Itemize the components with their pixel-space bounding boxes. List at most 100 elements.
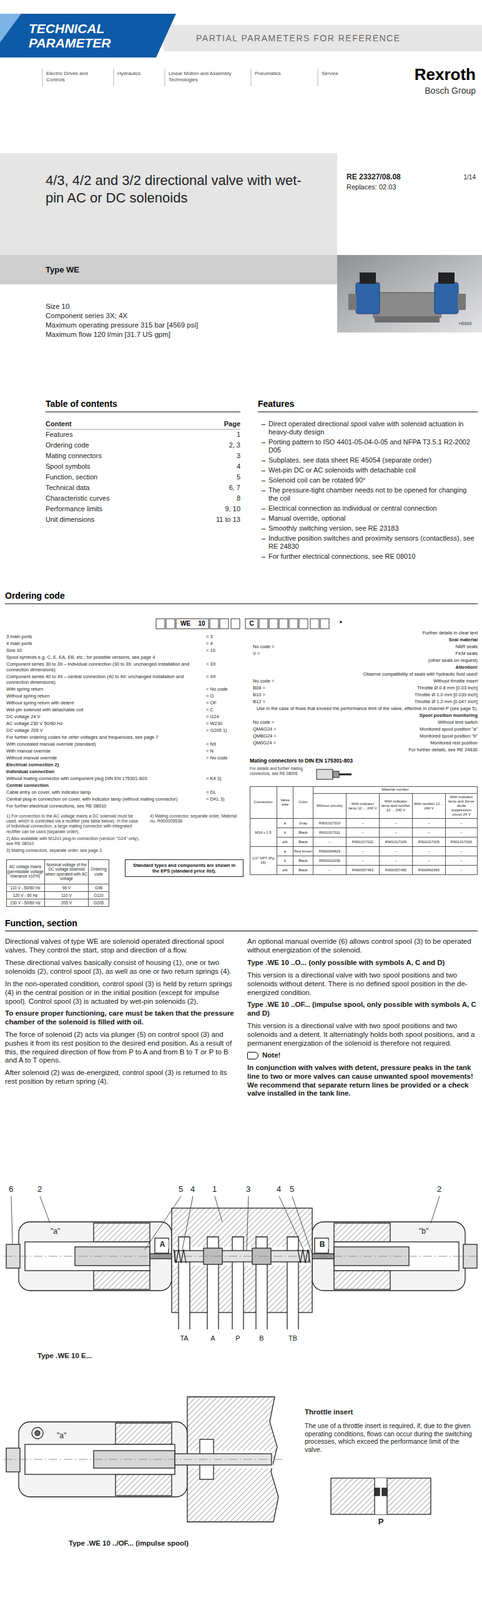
valve-section-part — [3, 1254, 479, 1256]
mating-table-cell: Without circuitry — [313, 792, 347, 818]
option-text: Component series 40 to 49 – central conn… — [6, 673, 202, 685]
option-text: With manual override — [6, 747, 202, 753]
ac-table-cell: G205 — [88, 898, 110, 906]
mating-table-cell: – — [346, 817, 380, 828]
connector-icon-part — [339, 772, 352, 775]
option-code: QM0G24 = — [252, 739, 306, 745]
toc-entry: Technical data — [45, 483, 196, 492]
ac-table-cell: Nominal voltage of the DC voltage soleno… — [44, 858, 89, 884]
code-field: C — [246, 619, 257, 627]
table-note: For details and further mating connector… — [249, 765, 310, 776]
throttle-symbol-part — [330, 1476, 431, 1513]
ordering-code-boxes-part — [176, 618, 209, 629]
mating-table-cell: R901017029 — [379, 836, 413, 846]
toc-entry: Unit dimensions — [45, 515, 196, 524]
mating-table-cell: R901017026 — [445, 836, 478, 846]
valve-photo-part — [355, 282, 380, 314]
mating-table-text: With indicator lamp and rectifier 12 ...… — [380, 798, 412, 812]
valve-section — [3, 1206, 479, 1328]
bullet-dash — [261, 538, 266, 539]
option-code: = 10 — [206, 646, 245, 653]
mating-table-text: – — [328, 839, 331, 844]
mating-table-cell: 1/2" NPT (Pg 16) — [249, 845, 278, 875]
ac-table-cell: 110 V - 50/60 Hz — [6, 883, 45, 891]
body-text: This version is a directional valve with… — [247, 970, 478, 996]
throttle-symbol-part — [374, 1476, 388, 1513]
option-code: B10 = — [252, 691, 306, 697]
subtitle-band-text: PARTIAL PARAMETERS FOR REFERENCE — [163, 24, 482, 52]
mating-table-cell: – — [445, 864, 478, 875]
option-text: NBR seals — [312, 643, 478, 649]
page-art — [0, 0, 482, 687]
type-band: Type WE — [0, 254, 338, 285]
mating-table-cell: Black — [293, 855, 314, 865]
toc-entry: Performance limits — [45, 504, 196, 513]
option-code: = 3X — [206, 660, 245, 667]
bullet-dash — [261, 556, 266, 557]
heading-rules — [4, 411, 478, 604]
toc-page: Page — [224, 419, 241, 428]
toc-page: 2, 3 — [229, 440, 241, 449]
mating-table-text: – — [394, 857, 397, 863]
mating-table-cell: M16 x 1.5 — [249, 817, 278, 846]
table-title: Mating connectors to DIN EN 175301-803 — [249, 756, 478, 763]
mating-table-cell: – — [313, 864, 347, 875]
heading-rule — [4, 929, 478, 931]
spec-line: Component series 3X; 4X — [45, 311, 327, 321]
mating-table-text: – — [460, 848, 463, 853]
option-text: DC voltage 24 V — [6, 713, 202, 719]
ordering-code-boxes-part — [209, 618, 219, 629]
option-text: Monitored rest position — [312, 739, 478, 745]
valve-photo-part — [374, 315, 440, 323]
option-text: Spool position monitoring — [252, 711, 478, 718]
option-text: Central plug-in connection on cover, wit… — [6, 795, 202, 802]
callout-number: 4 — [276, 1183, 281, 1194]
leader-lines-part — [292, 1195, 313, 1254]
option-text: Component series 30 to 39 – individual c… — [6, 660, 202, 672]
mating-table-text: R900004823 — [319, 848, 341, 853]
valve-photo-part — [348, 293, 357, 310]
mating-table-cell: R901017022 — [346, 836, 380, 846]
mating-table-text: 1/2" NPT (Pg 16) — [250, 855, 276, 865]
mating-table-cell: R901017011 — [313, 827, 347, 837]
option-code: = N9 — [206, 740, 245, 747]
callout-number: 2 — [37, 1183, 42, 1194]
toc-page: 3 — [236, 451, 241, 460]
body-text: In conjunction with valves with detent, … — [247, 1062, 478, 1097]
mating-table-text: Gray — [299, 820, 308, 825]
option-text: 3 main ports — [6, 633, 202, 639]
ordering-code-boxes-part — [289, 618, 298, 629]
mating-table-text: R901017025 — [418, 839, 440, 844]
option-code: = DL — [206, 788, 245, 795]
mating-table-cell: Color — [293, 785, 314, 818]
callout-number: 6 — [8, 1183, 14, 1194]
position-label: "b" — [418, 1225, 429, 1235]
option-text: Without manual override — [6, 754, 202, 760]
mating-table-cell: Material number — [313, 785, 478, 793]
option-text: Individual connection — [6, 767, 202, 774]
mating-table-text: – — [361, 820, 364, 825]
mating-table-text: – — [427, 829, 430, 835]
mating-table-text: – — [394, 829, 397, 835]
mating-table-text: b — [284, 829, 286, 835]
valve-section-part — [314, 1236, 329, 1252]
mating-table-text: Without circuitry — [316, 802, 344, 808]
option-text: Size 10 — [6, 646, 202, 653]
option-text: Attention! — [252, 663, 478, 670]
ac-table-text: AC voltage mains (permissible voltage to… — [6, 863, 44, 878]
section-drawing — [0, 1183, 482, 1558]
ordering-code-boxes — [156, 618, 330, 629]
valve-section-part — [93, 1269, 150, 1289]
ac-table-text: 96 V — [62, 884, 71, 890]
mating-table-cell: Black — [293, 864, 314, 875]
option-code: = 3 — [206, 633, 245, 639]
port-label: P — [229, 1332, 247, 1342]
callout-number: 5 — [289, 1183, 295, 1194]
option-code: No code = — [252, 718, 306, 725]
ac-table-text: 110 V - 50/60 Hz — [9, 884, 40, 890]
throttle-symbol-part — [382, 1486, 388, 1495]
ac-table-cell: 96 V — [44, 883, 89, 891]
spec-line: Size 10 — [45, 302, 327, 311]
option-code: B08 = — [252, 684, 306, 690]
ordering-code-boxes-part — [320, 618, 330, 629]
